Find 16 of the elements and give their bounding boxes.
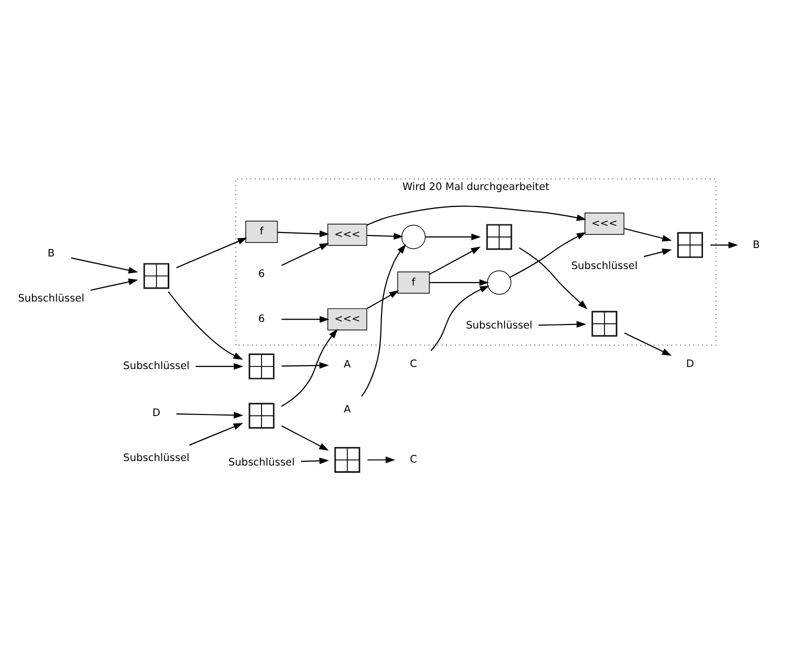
node-text: Subschlüssel <box>571 260 638 272</box>
node-text: Subschlüssel <box>466 319 532 332</box>
node-text: C <box>410 357 418 370</box>
node-text: Subschlüssel <box>18 292 84 304</box>
node-text: D <box>686 357 694 370</box>
node-text: B <box>752 238 760 250</box>
node-text: Subschlüssel <box>123 452 190 464</box>
node-text: Subschlüssel <box>228 456 295 468</box>
node-text: B <box>48 247 55 260</box>
node-text: 6 <box>258 268 265 280</box>
node-text: C <box>410 453 418 466</box>
node-text: A <box>344 358 351 370</box>
node-text: D <box>152 406 160 419</box>
node-text: 6 <box>258 312 265 325</box>
node-text: A <box>344 403 351 416</box>
node-text: Subschlüssel <box>123 360 190 372</box>
